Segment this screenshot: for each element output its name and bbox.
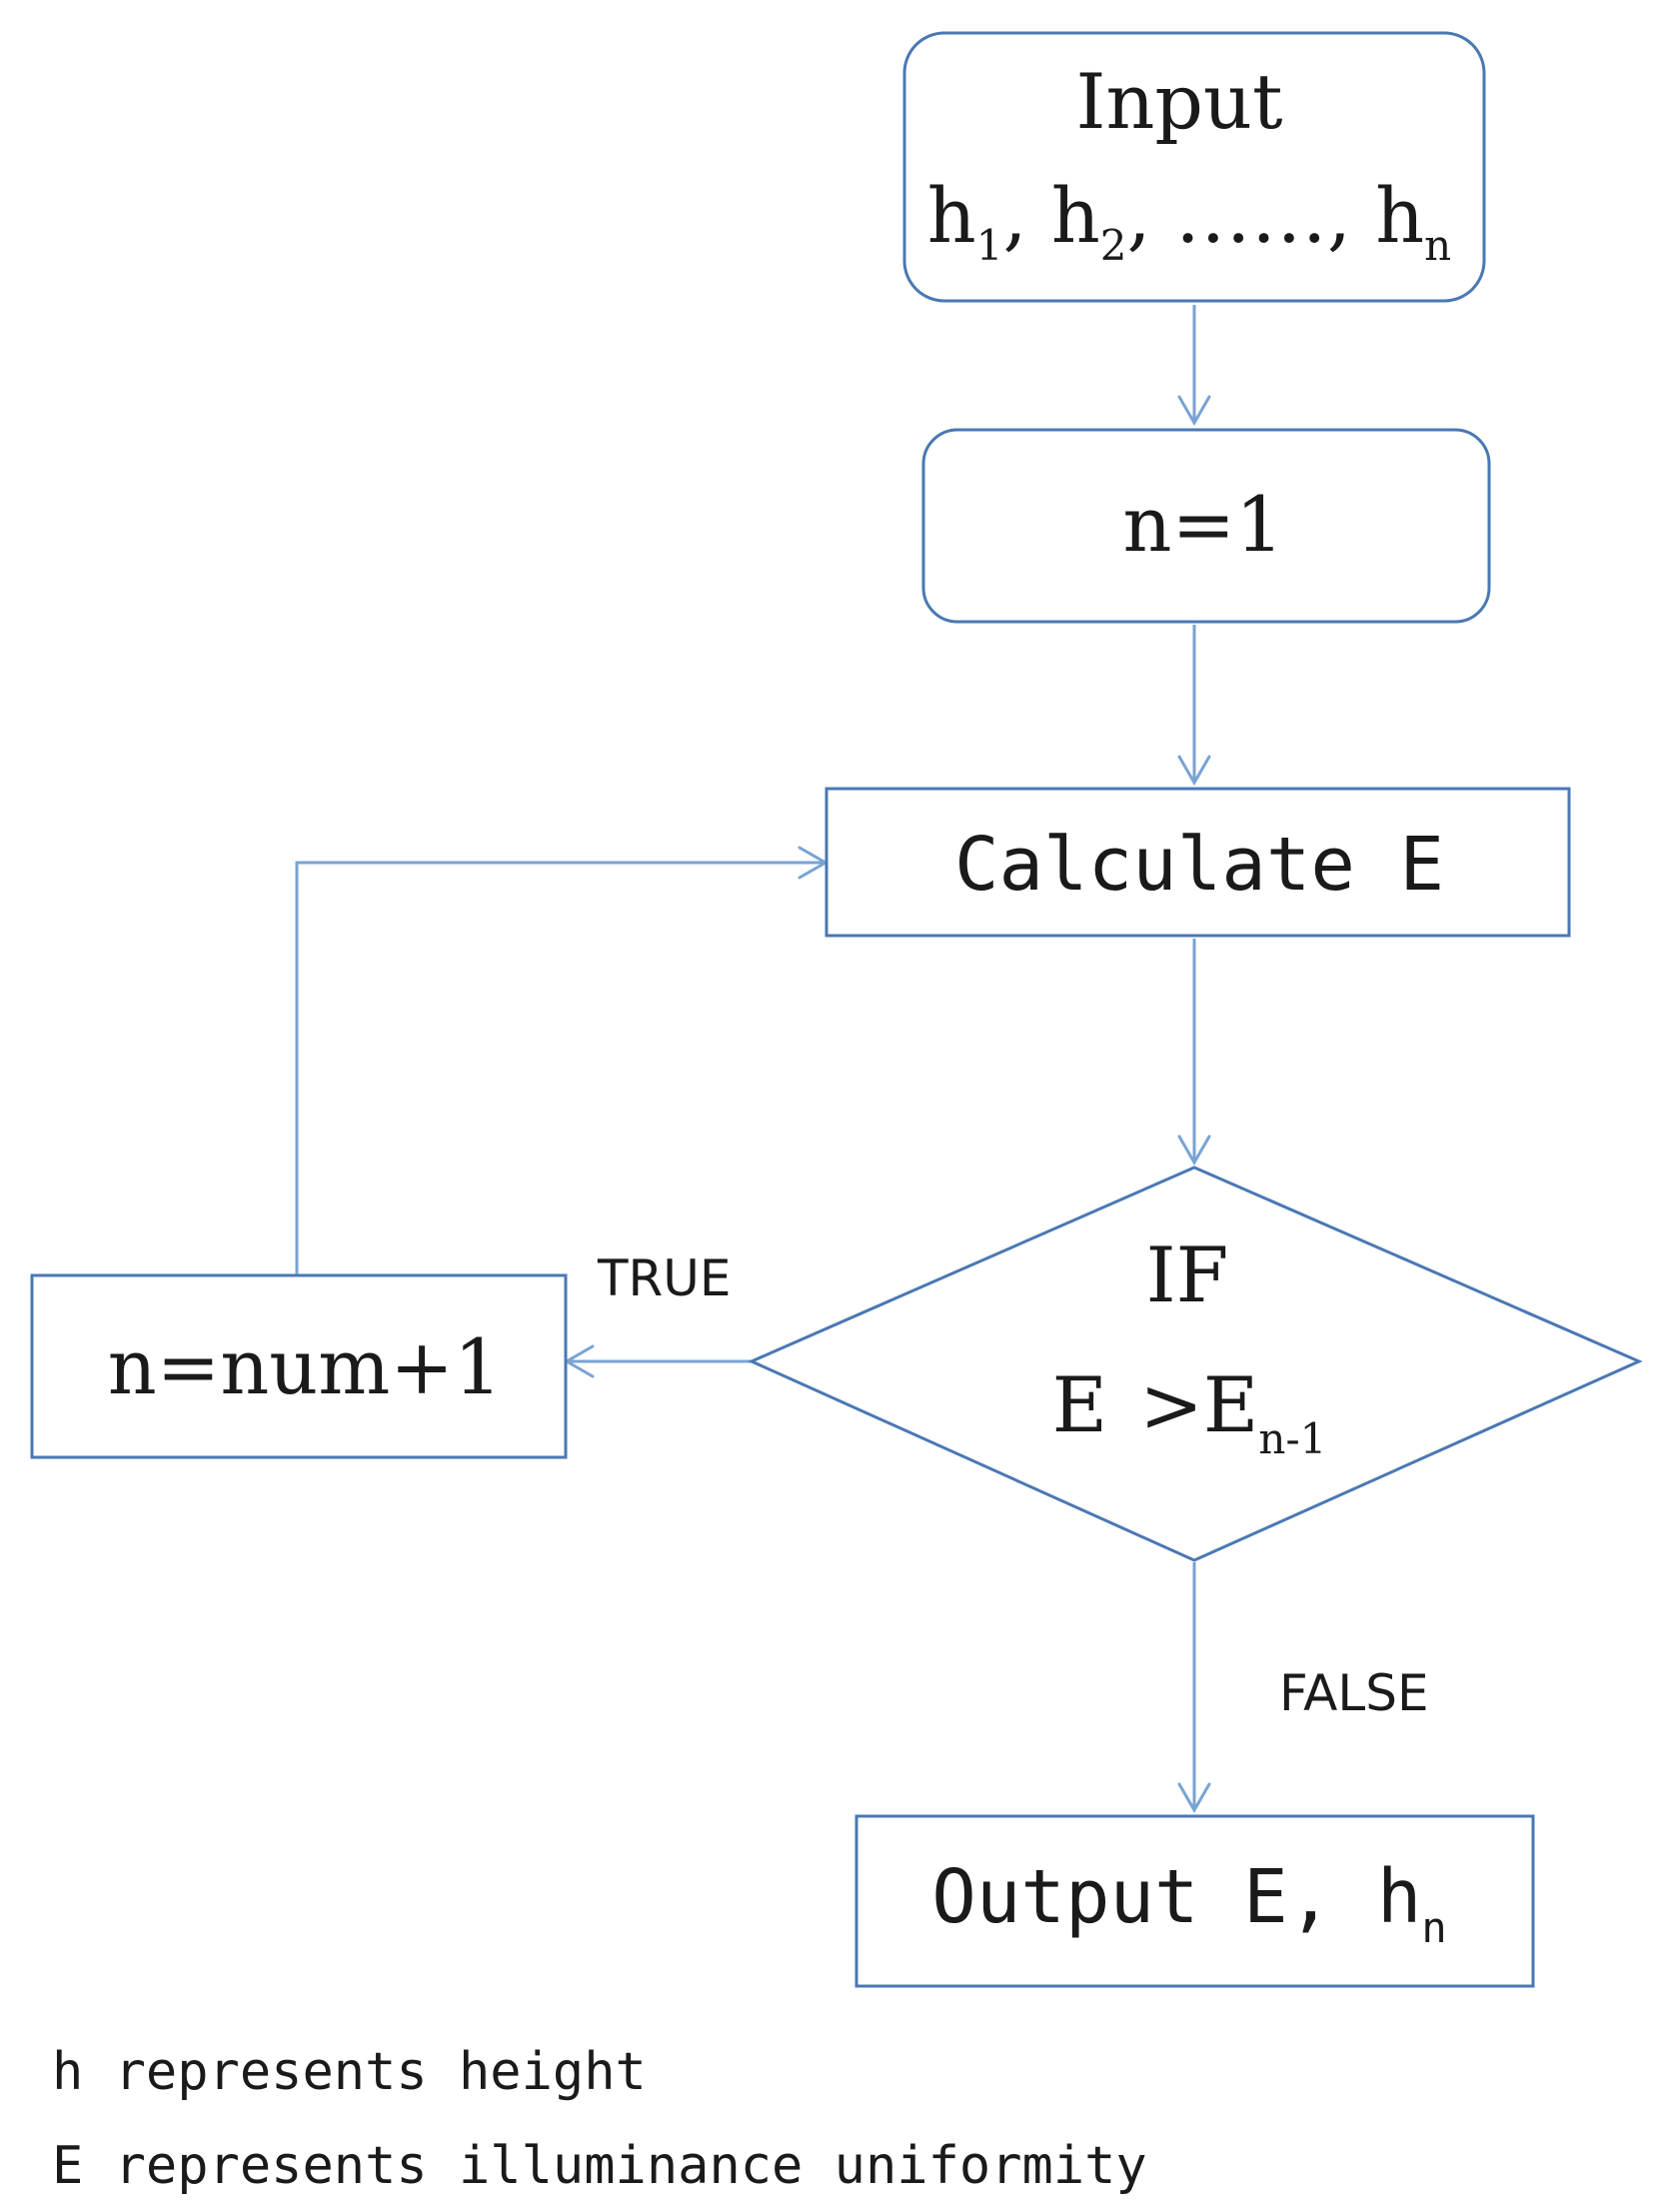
legend-line-1: h represents height: [52, 2042, 647, 2102]
decision-if: IF: [1146, 1230, 1229, 1319]
edge-loop-back: [295, 861, 826, 1274]
false-label: FALSE: [1279, 1664, 1429, 1722]
true-label: TRUE: [597, 1249, 731, 1307]
increment-box: [30, 1273, 568, 1459]
increment-label: n=num+1: [108, 1322, 503, 1411]
legend-line-2: E represents illuminance uniformity: [52, 2136, 1147, 2196]
decision-diamond: [748, 1165, 1643, 1562]
calculate-label: Calculate E: [954, 822, 1444, 908]
decision-condition: E >En-1: [1052, 1360, 1327, 1463]
arrowhead-output: [1177, 1782, 1211, 1814]
arrowhead-calculate: [1177, 755, 1211, 787]
calculate-box: [825, 787, 1571, 938]
arrowhead-decision: [1177, 1134, 1211, 1166]
output-box: [854, 1814, 1535, 1988]
input-box: [902, 31, 1486, 303]
arrowhead-init: [1177, 395, 1211, 427]
output-label: Output E, hn: [931, 1854, 1446, 1952]
init-label: n=1: [1123, 480, 1284, 569]
init-box: [921, 428, 1491, 624]
input-heights: h1, h2, ……, hn: [927, 171, 1451, 270]
input-label: Input: [1075, 57, 1282, 146]
